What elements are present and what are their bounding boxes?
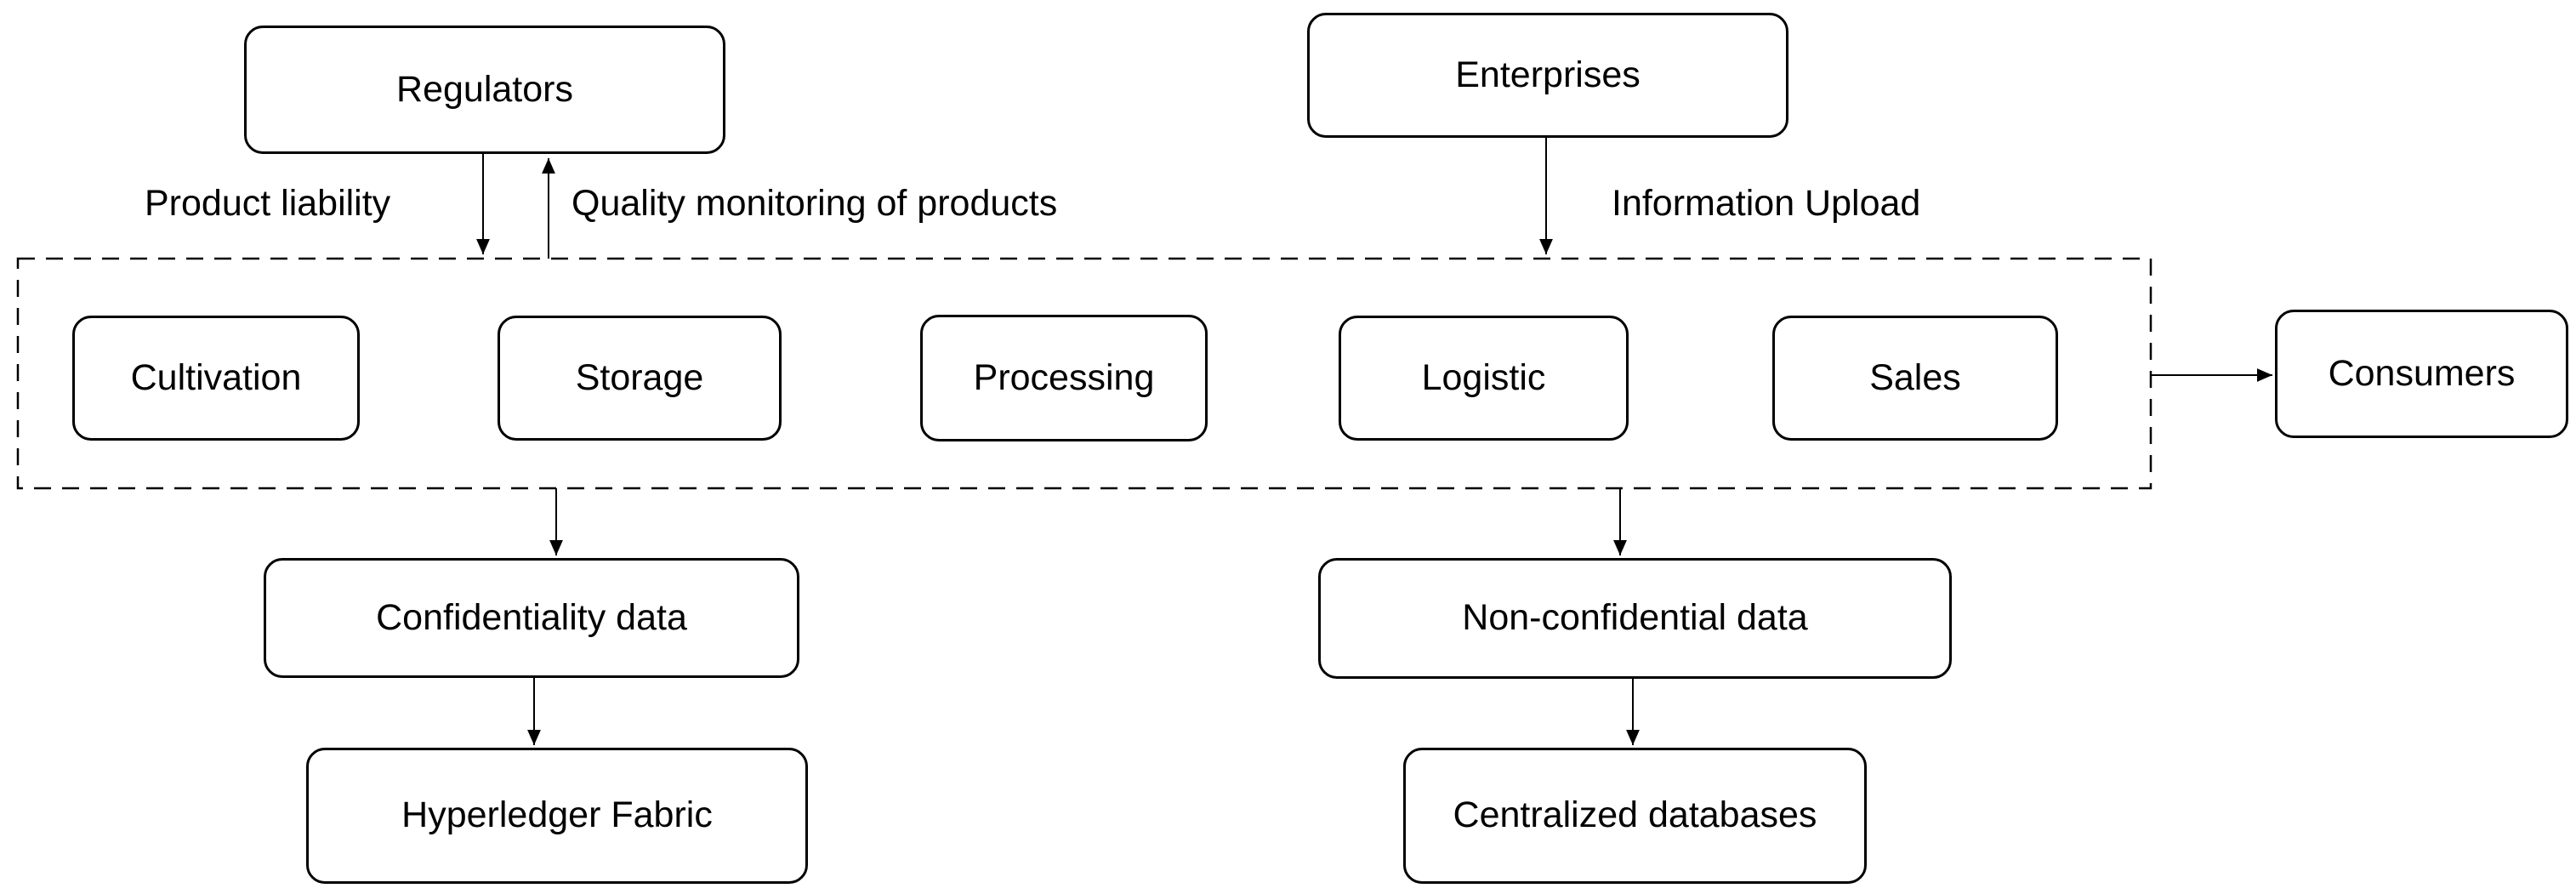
node-storage: Storage [498, 316, 782, 441]
edge-label-product-liability: Product liability [145, 183, 391, 224]
node-cultivation: Cultivation [72, 316, 360, 441]
node-consumers: Consumers [2275, 310, 2568, 438]
node-hyperledger-fabric: Hyperledger Fabric [306, 748, 808, 884]
node-enterprises: Enterprises [1307, 13, 1788, 138]
node-regulators: Regulators [244, 26, 725, 154]
supply-chain-boundary [16, 257, 2152, 490]
edge-label-quality-monitoring: Quality monitoring of products [571, 183, 1058, 224]
edge-label-information-upload: Information Upload [1612, 183, 1921, 224]
node-non-confidential-data: Non-confidential data [1318, 558, 1952, 679]
node-logistic: Logistic [1339, 316, 1629, 441]
node-confidentiality-data: Confidentiality data [264, 558, 799, 678]
node-processing: Processing [920, 315, 1208, 441]
node-centralized-databases: Centralized databases [1403, 748, 1867, 884]
node-sales: Sales [1772, 316, 2058, 441]
